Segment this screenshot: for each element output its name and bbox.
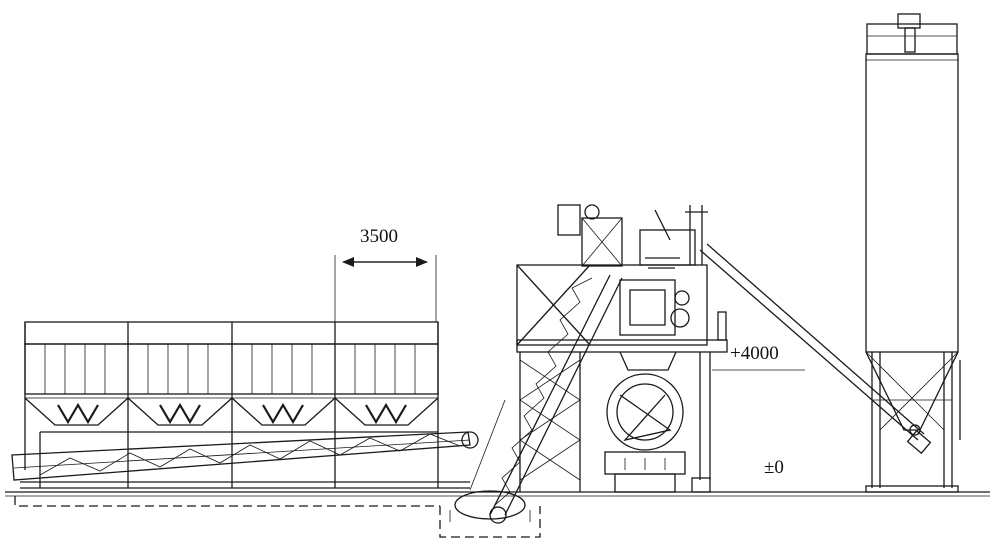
belt-conveyor <box>11 431 479 489</box>
screw-conveyor <box>699 243 932 455</box>
mixing-station <box>516 204 728 493</box>
skip-hoist <box>454 274 623 524</box>
elevation-upper-label: +4000 <box>730 343 779 364</box>
elevation-ground-label: ±0 <box>764 457 784 478</box>
cement-silo <box>865 13 961 493</box>
aggregate-bins <box>24 321 439 488</box>
dimension-line <box>334 255 437 322</box>
dimension-label: 3500 <box>360 226 398 247</box>
underground-pit <box>14 496 541 538</box>
